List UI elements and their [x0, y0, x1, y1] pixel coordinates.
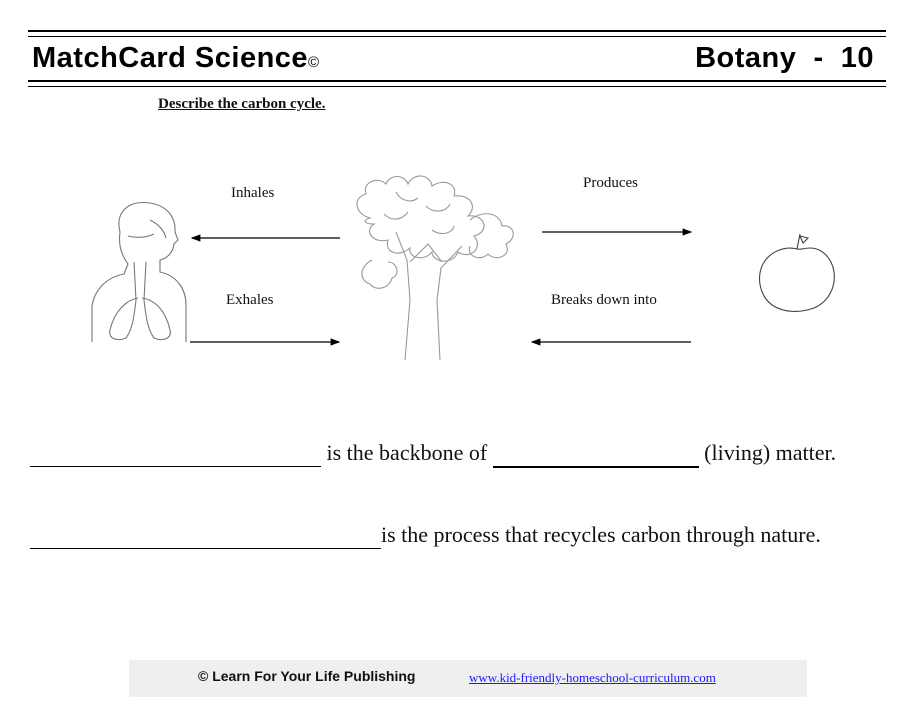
footer-url-link[interactable]: www.kid-friendly-homeschool-curriculum.c… — [469, 670, 716, 685]
instruction-text: Describe the carbon cycle. — [158, 96, 326, 112]
sentence-2: is the process that recycles carbon thro… — [30, 522, 821, 549]
label-inhales: Inhales — [231, 185, 275, 201]
copyright-symbol: © — [308, 54, 320, 71]
header-bottom-rule-thin — [28, 86, 886, 87]
label-breaks-down: Breaks down into — [551, 292, 657, 308]
answer-blank-2[interactable] — [492, 440, 699, 468]
sentence-2-end: is the process that recycles carbon thro… — [381, 522, 821, 547]
footer-publisher: © Learn For Your Life Publishing — [198, 668, 416, 684]
header-bottom-rule — [28, 80, 886, 82]
header-top-rule-thin — [28, 36, 886, 37]
answer-blank-3[interactable] — [30, 522, 381, 549]
sentence-1-middle: is the backbone of — [326, 440, 488, 465]
footer-bar — [129, 660, 807, 697]
label-exhales: Exhales — [226, 292, 274, 308]
subject-label: Botany - 10 — [695, 42, 874, 74]
apple-icon — [759, 233, 835, 312]
sentence-1-end: (living) matter. — [704, 440, 837, 465]
page-title: MatchCard Science© — [32, 42, 320, 75]
label-produces: Produces — [583, 175, 638, 191]
page-title-text: MatchCard Science — [32, 42, 309, 74]
answer-blank-1[interactable] — [30, 440, 321, 467]
header-top-rule — [28, 30, 886, 32]
human-respiratory-icon — [91, 202, 187, 342]
tree-icon — [356, 175, 514, 361]
sentence-1: is the backbone of (living) matter. — [30, 440, 836, 468]
carbon-cycle-diagram — [91, 175, 835, 361]
